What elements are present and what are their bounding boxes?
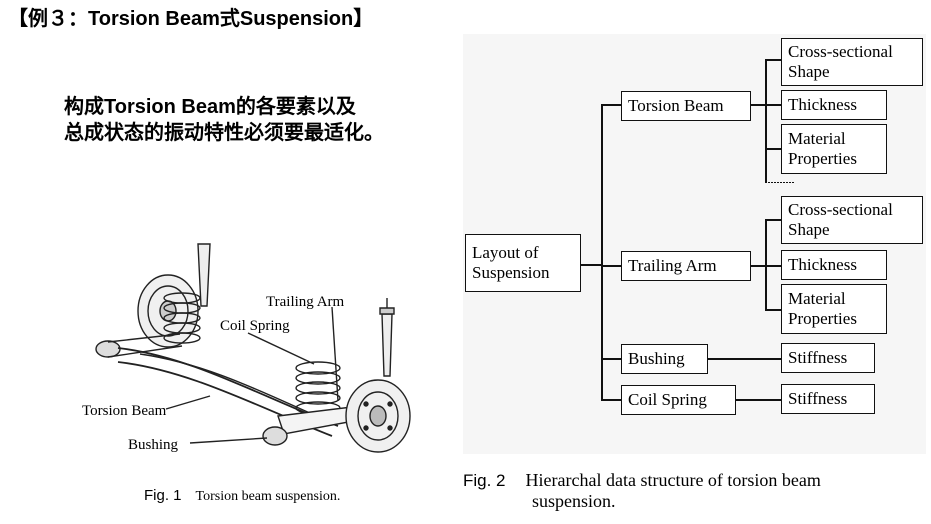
page-title: 【例３：Torsion Beam式Suspension】 [8, 8, 374, 30]
node-layout-of-suspension: Layout of Suspension [465, 234, 581, 292]
node-tb-cross-sectional-shape: Cross-sectional Shape [781, 38, 923, 86]
node-trailing-arm: Trailing Arm [621, 251, 751, 281]
node-tb-material-properties: Material Properties [781, 124, 887, 174]
torsion-beam-illustration [95, 243, 411, 453]
node-coil-spring: Coil Spring [621, 385, 736, 415]
node-tb-thickness: Thickness [781, 90, 887, 120]
figure-1-caption-label: Fig. 1 [144, 487, 182, 504]
figure-1: Trailing Arm Coil Spring Torsion Beam Bu… [70, 236, 435, 471]
node-ta-cross-sectional-shape: Cross-sectional Shape [781, 196, 923, 244]
figure-2-diagram: Layout of Suspension Torsion Beam Traili… [463, 34, 926, 454]
node-ta-thickness: Thickness [781, 250, 887, 280]
node-torsion-beam: Torsion Beam [621, 91, 751, 121]
node-bushing: Bushing [621, 344, 708, 374]
figure-2-caption-line-1: Hierarchal data structure of torsion bea… [525, 470, 821, 490]
description-line-2: 总成状态的振动特性必须要最适化。 [64, 122, 384, 144]
figure-2-caption-label: Fig. 2 [463, 471, 506, 490]
label-coil-spring: Coil Spring [220, 318, 290, 334]
label-bushing: Bushing [128, 437, 179, 453]
label-torsion-beam: Torsion Beam [82, 403, 167, 419]
figure-2-caption-line-2: suspension. [532, 491, 616, 511]
label-trailing-arm: Trailing Arm [266, 294, 345, 310]
figure-2-caption: Fig. 2 Hierarchal data structure of tors… [463, 470, 923, 512]
figure-1-caption: Fig. 1 Torsion beam suspension. [144, 487, 340, 505]
node-bushing-stiffness: Stiffness [781, 343, 875, 373]
node-ta-material-properties: Material Properties [781, 284, 887, 334]
description-line-1: 构成Torsion Beam的各要素以及 [64, 96, 356, 118]
node-coil-spring-stiffness: Stiffness [781, 384, 875, 414]
description-text: 构成Torsion Beam的各要素以及 总成状态的振动特性必须要最适化。 [64, 94, 384, 146]
figure-1-caption-text: Torsion beam suspension. [195, 489, 341, 504]
